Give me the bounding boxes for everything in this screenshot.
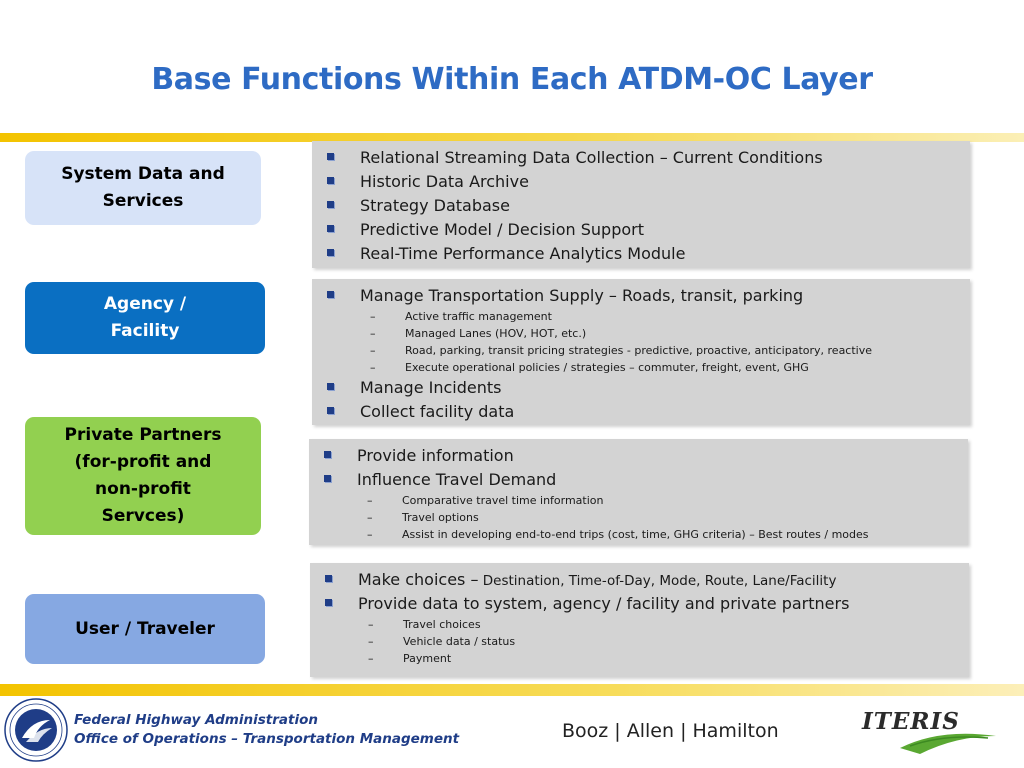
sub-bullet-item: – Travel choices (310, 616, 849, 633)
sub-bullet-text: Comparative travel time information (402, 494, 604, 507)
bullet-text: Make choices – (358, 570, 479, 589)
panel-user-traveler-functions: Make choices – Destination, Time-of-Day,… (310, 563, 969, 677)
sub-bullet-text: Vehicle data / status (403, 635, 516, 648)
bullet-text: Manage Incidents (360, 378, 502, 397)
bullet-text: Historic Data Archive (360, 172, 529, 191)
bullet-item: Real-Time Performance Analytics Module (312, 242, 823, 266)
sub-bullet-text: Active traffic management (405, 310, 552, 323)
bullet-square-icon (327, 201, 334, 208)
sub-bullet-item: – Execute operational policies / strategi… (312, 359, 872, 376)
dot-seal-icon (4, 698, 68, 762)
bullet-text: Influence Travel Demand (357, 470, 557, 489)
bullet-list: Manage Transportation Supply – Roads, tr… (312, 284, 872, 424)
bullet-square-icon (325, 575, 332, 582)
fhwa-footer-text: Federal Highway Administration Office of… (74, 711, 459, 749)
bullet-list: Provide information Influence Travel Dem… (309, 444, 869, 543)
layer-label-line: Facility (110, 321, 180, 341)
bullet-item: Collect facility data (312, 400, 872, 424)
bullet-text: Provide data to system, agency / facilit… (358, 594, 850, 613)
layer-system-data: System Data and Services (25, 151, 261, 225)
bullet-text: Manage Transportation Supply – Roads, tr… (360, 286, 804, 305)
bullet-item: Make choices – Destination, Time-of-Day,… (310, 568, 849, 592)
layer-private-partners: Private Partners (for-profit and non-pro… (25, 417, 261, 535)
dash-icon: – (367, 494, 373, 507)
layer-label-line: (for-profit and (74, 452, 212, 472)
sub-bullet-item: – Comparative travel time information (309, 492, 869, 509)
bullet-item: Strategy Database (312, 194, 823, 218)
dash-icon: – (370, 327, 376, 340)
iteris-swoosh-icon (900, 733, 996, 754)
bullet-square-icon (327, 383, 334, 390)
layer-label-line: Services (102, 191, 184, 211)
bottom-accent-band (0, 684, 1024, 696)
layer-agency-facility: Agency / Facility (25, 282, 265, 354)
sub-bullet-text: Assist in developing end-to-end trips (c… (402, 528, 869, 541)
layer-label-line: User / Traveler (75, 618, 215, 639)
bullet-item: Historic Data Archive (312, 170, 823, 194)
booz-allen-hamilton-logo: Booz | Allen | Hamilton (562, 720, 779, 742)
sub-bullet-item: – Assist in developing end-to-end trips (… (309, 526, 869, 543)
bullet-item: Provide information (309, 444, 869, 468)
bullet-list: Make choices – Destination, Time-of-Day,… (310, 568, 849, 667)
bullet-square-icon (324, 475, 331, 482)
sub-bullet-text: Execute operational policies / strategie… (405, 361, 809, 374)
dash-icon: – (368, 635, 374, 648)
bullet-text-suffix: Destination, Time-of-Day, Mode, Route, L… (478, 573, 837, 589)
dash-icon: – (368, 618, 374, 631)
sub-bullet-item: – Payment (310, 650, 849, 667)
layer-label-line: Private Partners (64, 425, 222, 445)
footer-org-line: Federal Highway Administration (74, 712, 318, 728)
bullet-item: Manage Transportation Supply – Roads, tr… (312, 284, 872, 308)
bullet-item: Relational Streaming Data Collection – C… (312, 146, 823, 170)
bullet-square-icon (327, 153, 334, 160)
dash-icon: – (370, 361, 376, 374)
bullet-item: Provide data to system, agency / facilit… (310, 592, 849, 616)
footer-org-line: Office of Operations – Transportation Ma… (74, 731, 460, 747)
layer-label-line: non-profit (95, 479, 191, 499)
footer (0, 696, 1024, 768)
sub-bullet-text: Travel options (402, 511, 479, 524)
sub-bullet-text: Payment (403, 652, 452, 665)
bullet-square-icon (327, 177, 334, 184)
bullet-text: Provide information (357, 446, 514, 465)
dash-icon: – (367, 511, 373, 524)
dash-icon: – (368, 652, 374, 665)
layer-user-traveler: User / Traveler (25, 594, 265, 664)
bullet-item: Predictive Model / Decision Support (312, 218, 823, 242)
bullet-text: Relational Streaming Data Collection – C… (360, 148, 823, 167)
bullet-square-icon (325, 599, 332, 606)
sub-bullet-item: – Road, parking, transit pricing strategi… (312, 342, 872, 359)
bullet-text: Real-Time Performance Analytics Module (360, 244, 686, 263)
bullet-square-icon (327, 291, 334, 298)
slide-title: Base Functions Within Each ATDM-OC Layer (151, 62, 873, 97)
sub-bullet-item: – Travel options (309, 509, 869, 526)
top-accent-band (0, 133, 1024, 142)
bullet-square-icon (327, 407, 334, 414)
panel-private-partner-functions: Provide information Influence Travel Dem… (309, 439, 968, 545)
sub-bullet-item: – Vehicle data / status (310, 633, 849, 650)
bullet-square-icon (327, 249, 334, 256)
layer-label-line: System Data and (61, 164, 225, 184)
bullet-list: Relational Streaming Data Collection – C… (312, 146, 823, 266)
iteris-logo: ITERIS (862, 708, 960, 735)
layer-label-line: Agency / (103, 294, 187, 314)
bullet-text: Predictive Model / Decision Support (360, 220, 645, 239)
dash-icon: – (367, 528, 373, 541)
sub-bullet-text: Road, parking, transit pricing strategie… (405, 344, 873, 357)
sub-bullet-text: Travel choices (403, 618, 481, 631)
bullet-item: Influence Travel Demand (309, 468, 869, 492)
sub-bullet-item: – Managed Lanes (HOV, HOT, etc.) (312, 325, 872, 342)
layer-label-line: Servces) (101, 506, 185, 526)
bullet-square-icon (324, 451, 331, 458)
bullet-item: Manage Incidents (312, 376, 872, 400)
dash-icon: – (370, 344, 376, 357)
bullet-text: Strategy Database (360, 196, 510, 215)
dash-icon: – (370, 310, 376, 323)
sub-bullet-item: – Active traffic management (312, 308, 872, 325)
sub-bullet-text: Managed Lanes (HOV, HOT, etc.) (405, 327, 587, 340)
bullet-square-icon (327, 225, 334, 232)
panel-system-data-functions: Relational Streaming Data Collection – C… (312, 141, 970, 268)
bullet-text: Collect facility data (360, 402, 515, 421)
panel-agency-functions: Manage Transportation Supply – Roads, tr… (312, 279, 970, 425)
